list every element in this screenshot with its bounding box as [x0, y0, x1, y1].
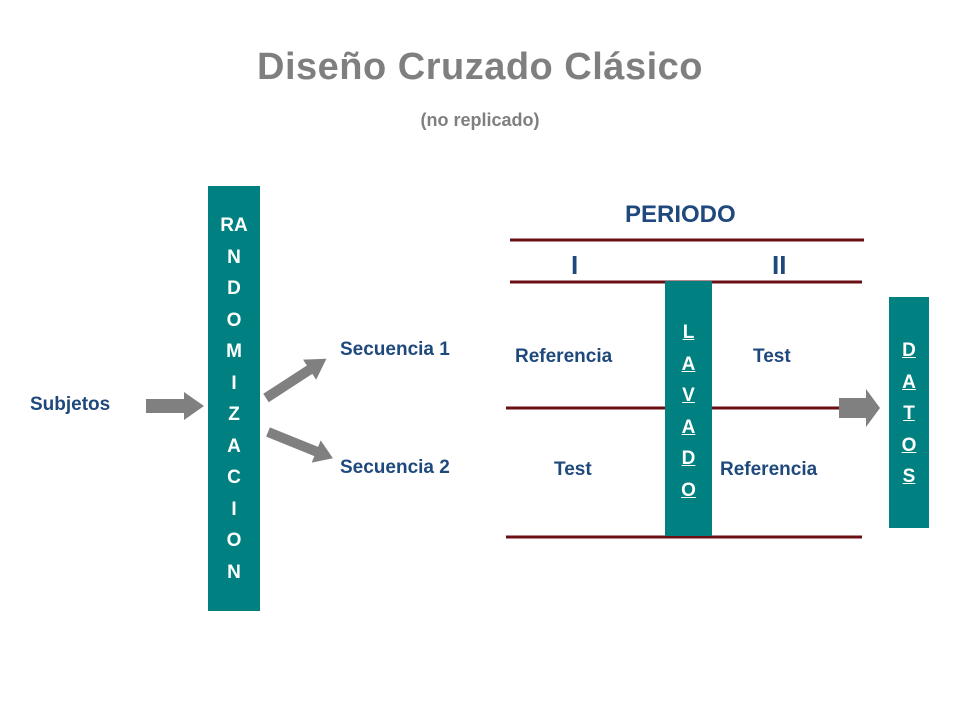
row2-period2-cell: Referencia [720, 459, 818, 480]
randomization-box: RA N D O M I Z A C I O N [208, 186, 260, 611]
randomization-letter: I [231, 498, 237, 520]
period-header: PERIODO [625, 201, 736, 228]
randomization-letter: RA [220, 215, 248, 236]
row1-period2-cell: Test [753, 346, 791, 367]
washout-box: L A V A D O [665, 281, 712, 536]
washout-letter: A [681, 416, 696, 438]
sequence-2-arrow [266, 427, 333, 463]
data-letter: D [902, 340, 916, 361]
randomization-letter: N [227, 246, 241, 268]
randomization-letter: N [227, 561, 241, 583]
diagram-subtitle: (no replicado) [420, 110, 540, 130]
data-box: D A T O S [889, 297, 929, 528]
subjects-arrow [146, 392, 204, 420]
washout-letter: V [682, 385, 695, 406]
diagram-title: Diseño Cruzado Clásico [257, 46, 703, 88]
washout-letter: O [681, 479, 696, 501]
data-arrow [839, 389, 880, 427]
sequence-2-label: Secuencia 2 [340, 457, 450, 478]
sequence-1-label: Secuencia 1 [340, 339, 450, 360]
washout-letter: L [682, 322, 695, 343]
randomization-letter: D [227, 278, 241, 299]
washout-letter: D [681, 448, 696, 469]
washout-letter: A [681, 353, 696, 375]
randomization-letter: I [231, 372, 237, 394]
data-letter: O [901, 434, 917, 456]
sequence-1-arrow [263, 358, 327, 403]
data-letter: A [902, 371, 916, 393]
data-letter: T [903, 403, 915, 424]
randomization-letter: C [227, 467, 241, 488]
randomization-letter: O [226, 530, 242, 551]
randomization-letter: O [226, 309, 242, 331]
period-2-label: II [772, 250, 787, 280]
period-1-label: I [571, 250, 579, 280]
randomization-letter: M [226, 341, 242, 362]
row2-period1-cell: Test [554, 459, 592, 480]
row1-period1-cell: Referencia [515, 346, 613, 367]
randomization-letter: A [227, 435, 241, 457]
randomization-letter: Z [228, 404, 240, 425]
data-letter: S [902, 466, 916, 487]
subjects-label: Subjetos [30, 394, 111, 415]
